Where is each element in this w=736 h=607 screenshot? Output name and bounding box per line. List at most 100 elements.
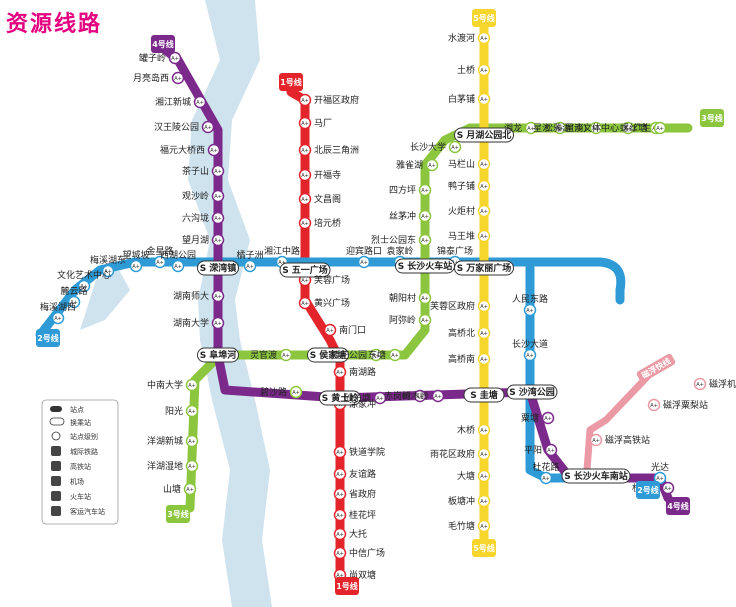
station-line4[interactable]: A+ (413, 389, 427, 403)
station-line3[interactable]: A+ (418, 313, 432, 327)
station-line4[interactable]: A+ (661, 481, 675, 495)
station-line3[interactable]: A+ (448, 140, 462, 154)
station-line2[interactable]: A+ (243, 259, 257, 273)
station-line4[interactable]: A+ (373, 391, 387, 405)
station-line3[interactable]: A+ (524, 121, 538, 135)
station-line5[interactable]: A+ (477, 63, 491, 77)
station-line5[interactable]: A+ (477, 447, 491, 461)
transfer-station[interactable]: S 月湖公园北 (454, 127, 514, 143)
station-line1[interactable]: A+ (333, 365, 347, 379)
station-line1[interactable]: A+ (298, 168, 312, 182)
station-line4[interactable]: A+ (201, 120, 215, 134)
station-line4[interactable]: A+ (431, 389, 445, 403)
station-line4[interactable]: A+ (211, 316, 225, 330)
station-line3[interactable]: A+ (388, 348, 402, 362)
station-line3[interactable]: A+ (589, 121, 603, 135)
station-line5[interactable]: A+ (477, 423, 491, 437)
station-line1[interactable]: A+ (298, 93, 312, 107)
station-line1[interactable]: A+ (333, 527, 347, 541)
station-line1[interactable]: A+ (333, 467, 347, 481)
station-line5[interactable]: A+ (477, 157, 491, 171)
transfer-station[interactable]: S 五一广场 (279, 262, 331, 278)
station-line5[interactable]: A+ (477, 352, 491, 366)
station-line4[interactable]: A+ (211, 189, 225, 203)
station-line4[interactable]: A+ (211, 164, 225, 178)
transfer-station[interactable]: S 阜埠河 (197, 347, 239, 363)
station-line2[interactable]: A+ (51, 311, 65, 325)
station-line3[interactable]: A+ (185, 404, 199, 418)
station-line4[interactable]: A+ (211, 289, 225, 303)
legend-intercity-rail-icon: 城际铁路 (51, 446, 98, 456)
transfer-station[interactable]: S 万家丽广场 (454, 260, 514, 276)
station-line4[interactable]: A+ (171, 71, 185, 85)
station-line5[interactable]: A+ (477, 469, 491, 483)
station-label: 芙蓉区政府 (430, 300, 475, 312)
station-line5[interactable]: A+ (477, 179, 491, 193)
station-line1[interactable]: A+ (298, 143, 312, 157)
station-line3[interactable]: A+ (185, 459, 199, 473)
station-line1[interactable]: A+ (298, 192, 312, 206)
station-line2[interactable]: A+ (77, 279, 91, 293)
station-line2[interactable]: A+ (523, 348, 537, 362)
station-maglev[interactable]: A+ (647, 398, 661, 412)
station-line4[interactable]: A+ (207, 143, 221, 157)
station-line3[interactable]: A+ (185, 378, 199, 392)
station-line3[interactable]: A+ (553, 121, 567, 135)
station-line3[interactable]: A+ (653, 121, 667, 135)
station-line3[interactable]: A+ (183, 482, 197, 496)
transfer-station[interactable]: S 沙湾公园 (506, 384, 558, 400)
station-label: 粟塘 (521, 412, 539, 424)
station-line1[interactable]: A+ (333, 487, 347, 501)
transfer-station[interactable]: S 溁湾镇 (197, 260, 239, 276)
station-line5[interactable]: A+ (477, 204, 491, 218)
station-label: 树木岭 (402, 390, 429, 402)
station-line2[interactable]: A+ (153, 255, 167, 269)
station-line3[interactable]: A+ (418, 209, 432, 223)
station-line3[interactable]: A+ (621, 121, 635, 135)
station-maglev[interactable]: A+ (589, 433, 603, 447)
transfer-station[interactable]: S 长沙火车南站 (561, 468, 631, 484)
station-line3[interactable]: A+ (418, 183, 432, 197)
station-line2[interactable]: A+ (653, 471, 667, 485)
station-line4[interactable]: A+ (211, 211, 225, 225)
station-line1[interactable]: A+ (298, 216, 312, 230)
station-line2[interactable]: A+ (539, 471, 553, 485)
station-line4[interactable]: A+ (211, 233, 225, 247)
station-line2[interactable]: A+ (523, 303, 537, 317)
station-line2[interactable]: A+ (101, 264, 115, 278)
station-line1[interactable]: A+ (323, 323, 337, 337)
station-line1[interactable]: A+ (333, 546, 347, 560)
transfer-station[interactable]: S 长沙火车站 (395, 258, 455, 274)
station-line2[interactable]: A+ (171, 259, 185, 273)
station-line5[interactable]: A+ (477, 31, 491, 45)
station-line1[interactable]: A+ (333, 508, 347, 522)
station-line1[interactable]: A+ (298, 296, 312, 310)
station-line3[interactable]: A+ (185, 434, 199, 448)
station-line4[interactable]: A+ (168, 51, 182, 65)
station-line1[interactable]: A+ (333, 445, 347, 459)
station-line4[interactable]: A+ (544, 443, 558, 457)
station-line3[interactable]: A+ (418, 233, 432, 247)
station-line5[interactable]: A+ (477, 519, 491, 533)
station-line5[interactable]: A+ (477, 494, 491, 508)
station-line2[interactable]: A+ (129, 259, 143, 273)
station-line5[interactable]: A+ (477, 299, 491, 313)
station-line3[interactable]: A+ (369, 348, 383, 362)
station-line3[interactable]: A+ (425, 158, 439, 172)
transfer-station[interactable]: S 圭塘 (463, 387, 505, 403)
station-line4[interactable]: A+ (193, 95, 207, 109)
station-line3[interactable]: A+ (418, 291, 432, 305)
station-maglev[interactable]: A+ (693, 377, 707, 391)
station-line2[interactable]: A+ (357, 255, 371, 269)
station-line4[interactable]: A+ (541, 411, 555, 425)
station-line2[interactable]: A+ (67, 295, 81, 309)
station-line3[interactable]: A+ (279, 348, 293, 362)
station-line5[interactable]: A+ (477, 326, 491, 340)
station-line5[interactable]: A+ (477, 229, 491, 243)
station-line5[interactable]: A+ (477, 92, 491, 106)
transfer-station[interactable]: S 侯家塘 (307, 347, 349, 363)
transfer-station[interactable]: S 黄土岭 (319, 390, 361, 406)
station-line1[interactable]: A+ (298, 116, 312, 130)
station-line3[interactable]: A+ (289, 385, 303, 399)
line-badge-line4: 4号线 (151, 35, 175, 53)
